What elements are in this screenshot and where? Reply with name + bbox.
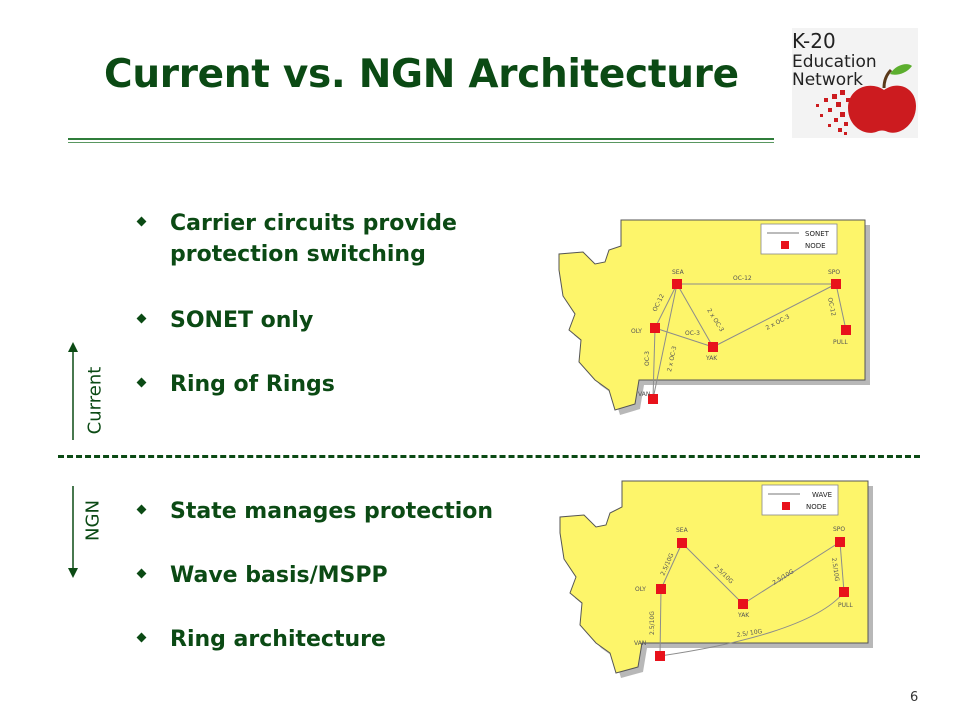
node-label: SPO [833,526,845,533]
node-marker [835,537,845,547]
bullet-text: Wave basis/MSPP [170,563,388,588]
ngn-label: NGN [82,500,104,541]
node-label: VAN [638,391,650,398]
bullet-diamond-icon [136,504,147,515]
bullet-text: Carrier circuits provide [170,211,457,236]
node-label: YAK [737,612,750,619]
node-label: SEA [672,269,685,276]
node-label: OLY [635,586,646,593]
node-marker [841,325,851,335]
node-label: OLY [631,328,642,335]
logo-line-2: Education [792,52,877,72]
page-number: 6 [910,690,919,705]
up-arrow-icon [68,342,78,440]
node-label: SEA [676,527,689,534]
legend-line-label: WAVE [812,491,832,499]
link-label: OC-12 [826,297,837,317]
node-label: PULL [838,602,853,609]
section-divider [58,455,920,458]
title-underline-thin [68,142,774,143]
link-label: OC-3 [644,351,651,366]
node-marker [738,599,748,609]
bullet-diamond-icon [136,216,147,227]
slide-title: Current vs. NGN Architecture [104,52,739,97]
bullet-text-continued: protection switching [170,242,426,267]
node-marker [650,323,660,333]
node-label: SPO [828,269,840,276]
k20-logo: K-20 Education Network [792,28,918,138]
node-marker [831,279,841,289]
title-underline [68,138,774,140]
bullet-text: Ring of Rings [170,372,335,397]
legend-node-label: NODE [805,242,826,250]
ngn-network-map: WAVE NODE 2.5/10G 2.5/10G 2.5/10G 2.5/10… [559,480,873,678]
link-label: OC-3 [685,330,700,337]
washington-state-shape [558,219,866,411]
map-nodes [648,279,851,404]
node-label: YAK [705,355,718,362]
link-label: 2.5/10G [830,557,840,582]
map-legend [760,223,838,255]
node-label: PULL [833,339,848,346]
node-marker [708,342,718,352]
legend-node-label: NODE [806,503,827,511]
map-nodes [655,537,849,661]
link-label: 2.5/10G [649,611,656,635]
link-label: 2.5/ 10G [736,628,763,639]
bullet-diamond-icon [136,313,147,324]
bullet-text: SONET only [170,308,314,333]
map-links [652,283,847,400]
logo-line-3: Network [792,70,863,90]
map-legend [761,484,839,516]
current-label: Current [84,366,106,435]
bullet-text: Ring architecture [170,627,386,652]
bullet-diamond-icon [136,568,147,579]
node-marker [677,538,687,548]
down-arrow-icon [68,486,78,578]
current-network-map: SONET NODE OC-12 OC-12 OC-12 OC-3 OC-3 2… [558,219,870,415]
node-label: VAN [634,640,646,647]
logo-line-1: K-20 [792,29,836,53]
map-links [659,541,845,657]
link-label: OC-12 [733,275,752,282]
node-marker [656,584,666,594]
node-marker [648,394,658,404]
node-marker [672,279,682,289]
bullet-text: State manages protection [170,499,494,524]
bullet-diamond-icon [136,377,147,388]
bullet-diamond-icon [136,632,147,643]
node-marker [839,587,849,597]
apple-icon [816,64,916,135]
node-marker [655,651,665,661]
legend-line-label: SONET [805,230,830,238]
